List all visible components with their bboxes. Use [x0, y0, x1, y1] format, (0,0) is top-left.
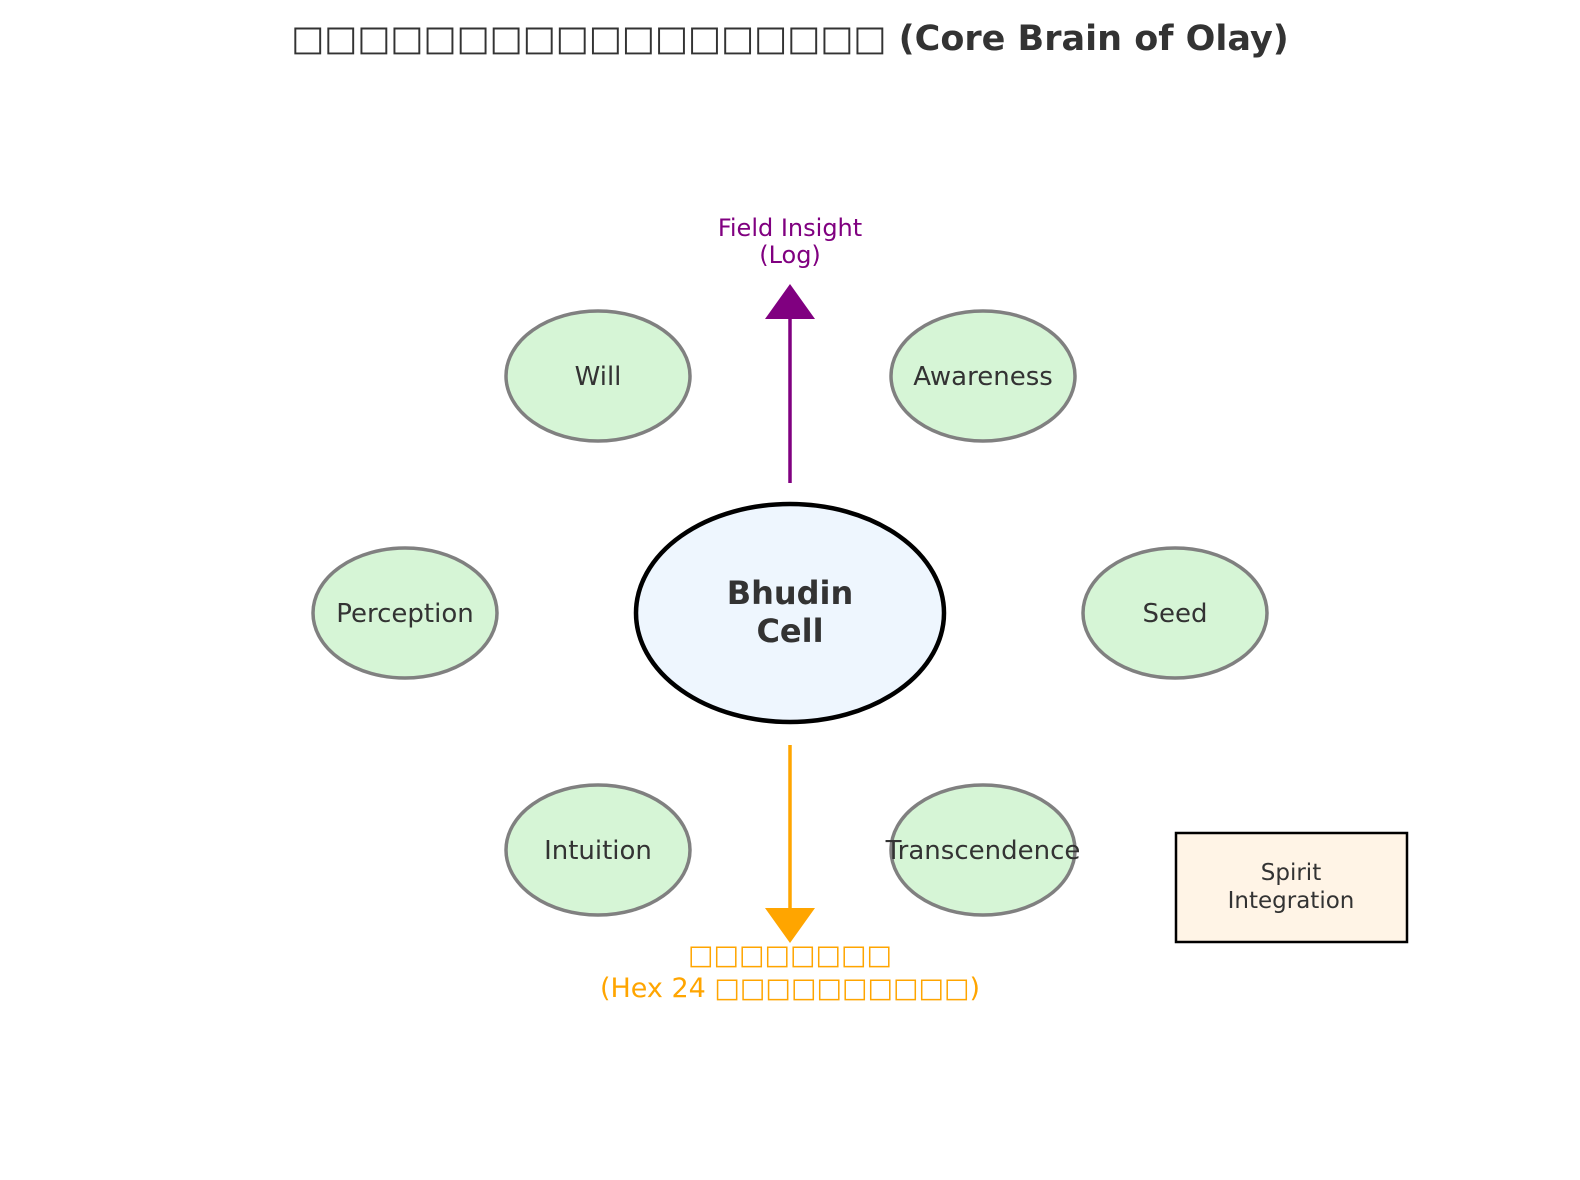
center-node-label-line1: Bhudin — [727, 574, 854, 612]
node-intuition: Intuition — [504, 783, 692, 917]
center-node-bhudin-cell: Bhudin Cell — [633, 501, 947, 725]
diagram-title: □□□□□□□□□□□□□□□□□□ (Core Brain of Olay) — [291, 19, 1289, 59]
field-insight-sublabel: (Log) — [759, 241, 821, 269]
center-node-label-line2: Cell — [756, 612, 823, 650]
node-will-label: Will — [575, 362, 622, 392]
node-awareness-label: Awareness — [913, 362, 1053, 392]
node-transcendence-label: Transcendence — [885, 836, 1081, 866]
node-intuition-label: Intuition — [544, 836, 652, 866]
node-seed-label: Seed — [1143, 599, 1208, 629]
node-perception: Perception — [311, 546, 499, 680]
down-arrow-sublabel: (Hex 24 □□□□□□□□□□) — [600, 973, 980, 1004]
down-arrow-label: □□□□□□□□ — [688, 940, 892, 971]
node-perception-label: Perception — [336, 599, 473, 629]
spirit-integration-label-line1: Spirit — [1261, 860, 1321, 886]
down-arrow — [765, 745, 815, 943]
field-insight-arrow — [765, 284, 815, 483]
field-insight-label: Field Insight — [718, 214, 862, 242]
node-transcendence: Transcendence — [885, 783, 1081, 917]
spirit-integration-label-line2: Integration — [1228, 888, 1355, 914]
node-will: Will — [504, 309, 692, 443]
node-awareness: Awareness — [889, 309, 1077, 443]
node-seed: Seed — [1081, 546, 1269, 680]
spirit-integration-box: Spirit Integration — [1174, 831, 1409, 944]
